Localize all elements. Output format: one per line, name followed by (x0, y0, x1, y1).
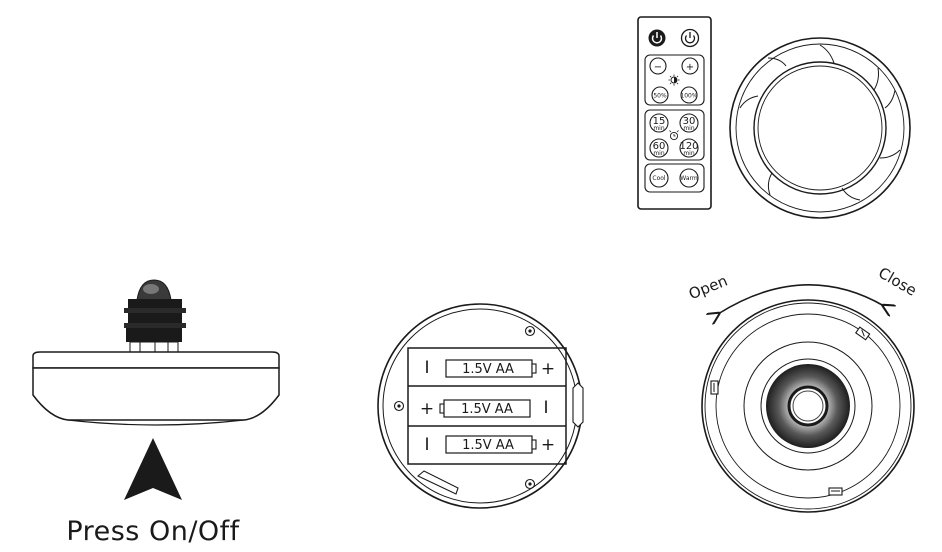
open-label: Open (686, 272, 730, 304)
brightness-plus-button[interactable]: + (681, 57, 699, 75)
brightness-minus-button[interactable]: − (649, 57, 667, 75)
power-on-button[interactable] (680, 28, 700, 48)
rotate-arrow-icon (718, 284, 884, 314)
cool-button[interactable]: Cool (649, 168, 669, 188)
brightness-50-button[interactable]: 50% (651, 86, 669, 104)
timer-120-label: 120 (679, 141, 698, 152)
timer-60-label: 60 (653, 141, 666, 152)
minus-label: − (654, 62, 662, 73)
timer-15-unit: min (653, 125, 665, 132)
screw-icon (393, 400, 405, 412)
pct-50-label: 50% (653, 93, 667, 100)
warm-label: Warm (680, 175, 698, 182)
timer-15-label: 15 (653, 116, 666, 127)
battery-3-right-sign: + (541, 435, 555, 455)
cool-label: Cool (652, 175, 666, 182)
side-clip (572, 382, 584, 428)
battery-slot-2: + 1.5V AA I (420, 398, 549, 419)
close-label: Close (875, 264, 919, 300)
alarm-clock-icon (669, 130, 679, 141)
latch-tab (710, 380, 719, 395)
mount-plate: Open Close (686, 264, 920, 513)
push-switch[interactable] (124, 279, 186, 353)
timer-120-unit: min (683, 150, 695, 157)
battery-3-left-sign: I (424, 435, 429, 455)
press-arrow-icon (124, 438, 182, 500)
screw-icon (524, 478, 536, 490)
plus-label: + (686, 62, 694, 73)
color-temp-group (644, 163, 705, 193)
bottom-clip (416, 470, 459, 495)
battery-2-label: 1.5V AA (461, 402, 513, 417)
timer-120-button[interactable]: 120 min (679, 138, 699, 158)
battery-compartment: I 1.5V AA + + 1.5V AA I I 1.5V AA + (377, 303, 584, 509)
timer-60-button[interactable]: 60 min (649, 138, 669, 158)
battery-1-left-sign: I (424, 358, 429, 378)
battery-3-label: 1.5V AA (462, 438, 514, 453)
timer-group (644, 109, 705, 161)
power-off-button[interactable] (648, 29, 666, 47)
latch-tab (828, 487, 843, 496)
light-top-view (729, 37, 911, 219)
timer-30-unit: min (683, 125, 695, 132)
press-caption: Press On/Off (66, 516, 240, 547)
screw-icon (524, 325, 536, 337)
latch-tab (855, 326, 871, 341)
vent-slots (739, 44, 901, 201)
battery-slot-1: I 1.5V AA + (424, 358, 555, 379)
brightness-sun-icon (668, 74, 680, 86)
timer-60-unit: min (653, 150, 665, 157)
timer-30-label: 30 (683, 116, 696, 127)
brightness-group (644, 54, 705, 106)
warm-button[interactable]: Warm (679, 168, 699, 188)
timer-15-button[interactable]: 15 min (649, 113, 669, 133)
battery-2-left-sign: + (420, 399, 434, 419)
pct-100-label: 100% (680, 93, 697, 100)
remote-control: − + 50% 100% 15 min 30 min (637, 16, 712, 210)
battery-2-right-sign: I (543, 398, 548, 418)
battery-slot-3: I 1.5V AA + (424, 435, 555, 455)
battery-1-right-sign: + (541, 359, 555, 379)
battery-1-label: 1.5V AA (462, 362, 514, 377)
light-side-view: Press On/Off (32, 279, 280, 547)
brightness-100-button[interactable]: 100% (680, 86, 698, 104)
timer-30-button[interactable]: 30 min (679, 113, 699, 133)
